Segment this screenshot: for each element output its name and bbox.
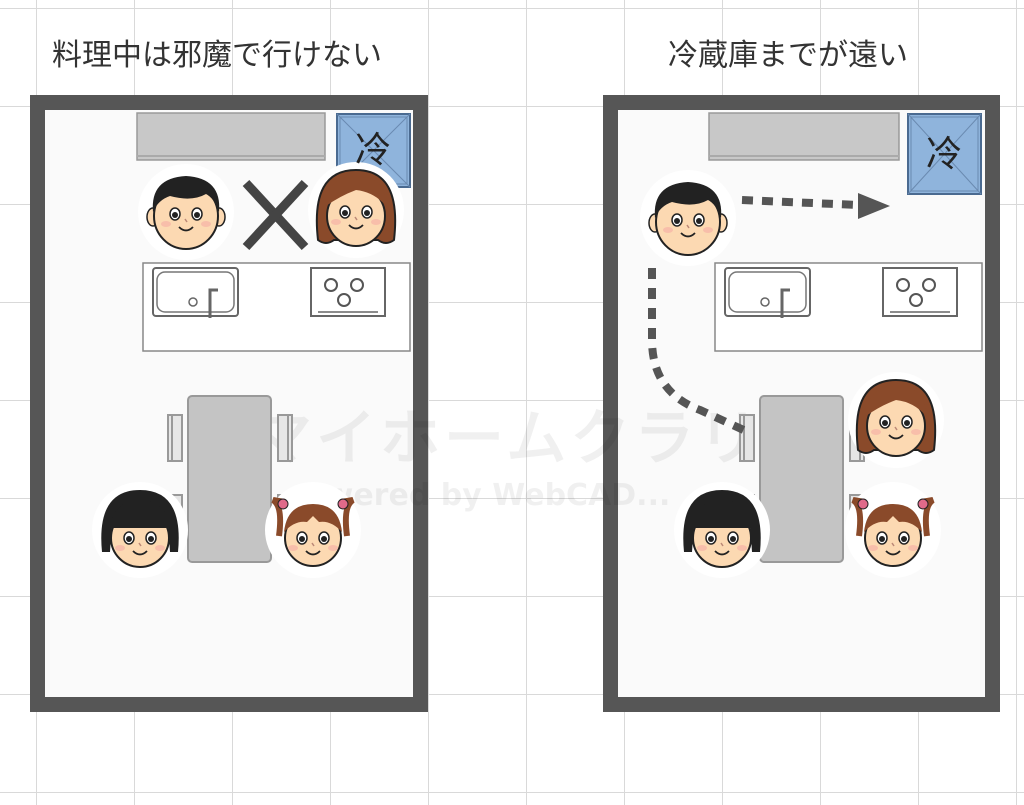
back-counter — [136, 112, 326, 161]
son-face-icon — [674, 482, 770, 578]
cross-icon — [242, 179, 309, 251]
caption-cooking-blocked: 料理中は邪魔で行けない — [52, 38, 382, 73]
fridge-label-left: 冷 — [355, 130, 392, 171]
kitchen-room-left — [30, 95, 428, 712]
right-panel — [640, 112, 983, 578]
dining-table — [187, 395, 272, 563]
back-counter — [708, 112, 900, 161]
left-panel — [92, 112, 411, 578]
dotted-arrow-icon — [648, 193, 890, 436]
watermark: マイホームクラリ — [252, 404, 763, 474]
sink-icon — [724, 267, 811, 318]
son-face-icon — [92, 482, 188, 578]
dining-table — [759, 395, 844, 563]
stove-icon — [882, 267, 958, 317]
mother-face-icon — [848, 372, 944, 468]
daughter-face-icon — [845, 482, 941, 578]
father-face-icon — [138, 164, 234, 260]
sink-icon — [152, 267, 239, 318]
fridge-label-right: 冷 — [926, 134, 963, 175]
fridge — [907, 113, 982, 195]
mother-face-icon — [308, 162, 404, 258]
father-face-icon — [640, 170, 736, 266]
caption-fridge-far: 冷蔵庫までが遠い — [668, 38, 908, 73]
stove-icon — [310, 267, 386, 317]
watermark-sub: owered by WebCAD... — [305, 478, 671, 513]
daughter-face-icon — [265, 482, 361, 578]
